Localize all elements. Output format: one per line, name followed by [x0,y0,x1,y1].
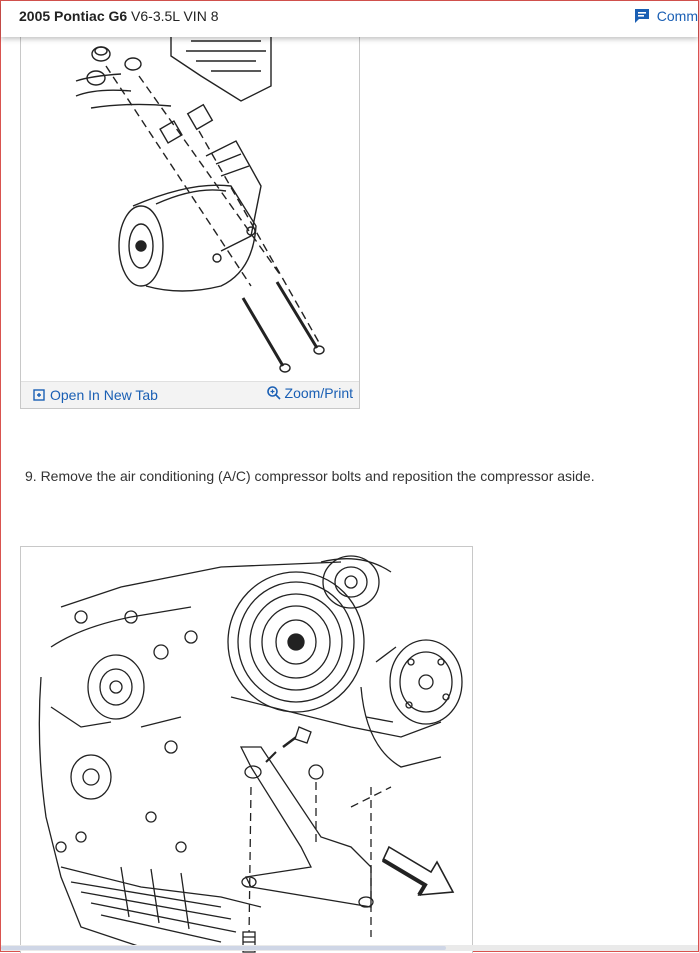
zoom-print-link[interactable]: Zoom/Print [266,385,353,401]
compressor-diagram [75,36,325,373]
figure-engine-bracket [20,546,473,953]
horizontal-scrollbar[interactable] [1,945,698,951]
figure-toolbar: Open In New Tab Zoom/Print [21,381,359,408]
step-instruction: 9. Remove the air conditioning (A/C) com… [25,468,595,484]
comment-icon [634,9,649,23]
page-title: 2005 Pontiac G6 V6-3.5L VIN 8 [19,8,218,24]
figure-compressor-exploded: Open In New Tab Zoom/Print [20,35,360,409]
vehicle-name: 2005 Pontiac G6 [19,8,128,24]
zoom-icon [266,386,281,400]
open-in-new-tab-link[interactable]: Open In New Tab [33,387,158,403]
top-bar: 2005 Pontiac G6 V6-3.5L VIN 8 Comm [1,1,698,37]
new-tab-icon [33,389,45,401]
engine-spec: V6-3.5L VIN 8 [127,8,219,24]
zoom-print-label: Zoom/Print [284,385,353,401]
open-in-new-tab-label: Open In New Tab [50,387,158,403]
comments-button[interactable]: Comm [633,7,698,25]
scrollbar-thumb[interactable] [1,946,446,950]
engine-bracket-diagram [38,555,463,953]
comments-label: Comm [656,8,698,24]
